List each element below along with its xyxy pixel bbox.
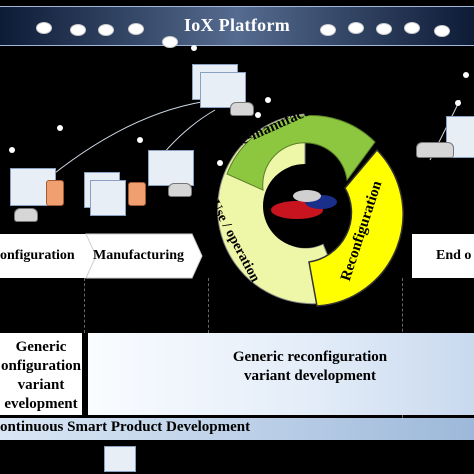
car-icon [98,24,114,36]
car-icon [168,183,192,197]
lifecycle-band [0,233,474,279]
network-node-icon [376,23,392,35]
reconfiguration-panel [88,333,474,415]
barrel-icon [46,180,64,206]
workstation-icon [148,150,194,186]
configuration-panel-text: Generic onfiguration variant evelopment [0,339,81,412]
workstation-icon [90,180,126,216]
car-icon [70,24,86,36]
car-icon [14,208,38,222]
gear-icon [162,36,178,48]
configuration-panel [0,333,82,415]
car-icon [320,24,336,36]
car-icon [230,102,254,116]
continuous-development-label: ontinuous Smart Product Development [0,419,251,435]
divider [208,278,209,333]
network-node-icon [128,23,144,35]
device-icon [404,22,420,34]
continuous-development-bar [0,418,474,440]
gear-icon [348,22,364,34]
network-node-icon [434,25,450,37]
stage-configuration: onfiguration [0,248,75,263]
barrel-icon [128,182,146,206]
platform-title: IoX Platform [183,15,291,35]
network-node-icon [36,22,52,34]
lifecycle-cycle [217,113,404,307]
stage-manufacturing: Manufacturing [93,248,184,263]
reconfiguration-panel-text: Generic reconfiguration variant developm… [232,349,388,384]
car-icon [416,142,454,158]
divider [84,278,85,333]
workstation-icon [104,446,136,472]
car-icon [293,190,321,202]
stage-end-of-life: End o [436,248,472,263]
